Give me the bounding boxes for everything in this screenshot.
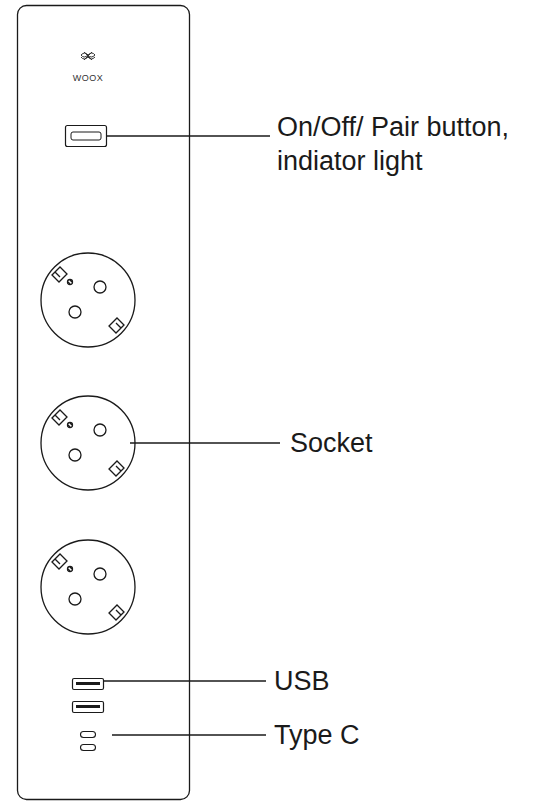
logo-mark [81,52,95,60]
callout-label: Socket [290,426,490,460]
leader-line [107,135,270,136]
socket-symbol [41,253,135,347]
usb-port [73,702,104,713]
indicator-light [71,132,101,140]
socket-symbol [41,540,135,634]
type-c-port [81,745,96,751]
usb-port-tongue [76,682,100,685]
socket-symbol [41,396,135,490]
callout-label: On/Off/ Pair button, indiator light [277,110,553,178]
usb-port-tongue [76,705,100,708]
socket-group [41,253,135,634]
leader-line [112,734,266,735]
type-c-port [81,732,96,738]
power-button [66,126,107,147]
leader-line [130,442,280,443]
leader-line [104,680,266,681]
callout-label: Type C [274,718,474,752]
brand-name: WOOX [68,73,108,83]
callout-label: USB [274,664,474,698]
usb-port [73,679,104,690]
